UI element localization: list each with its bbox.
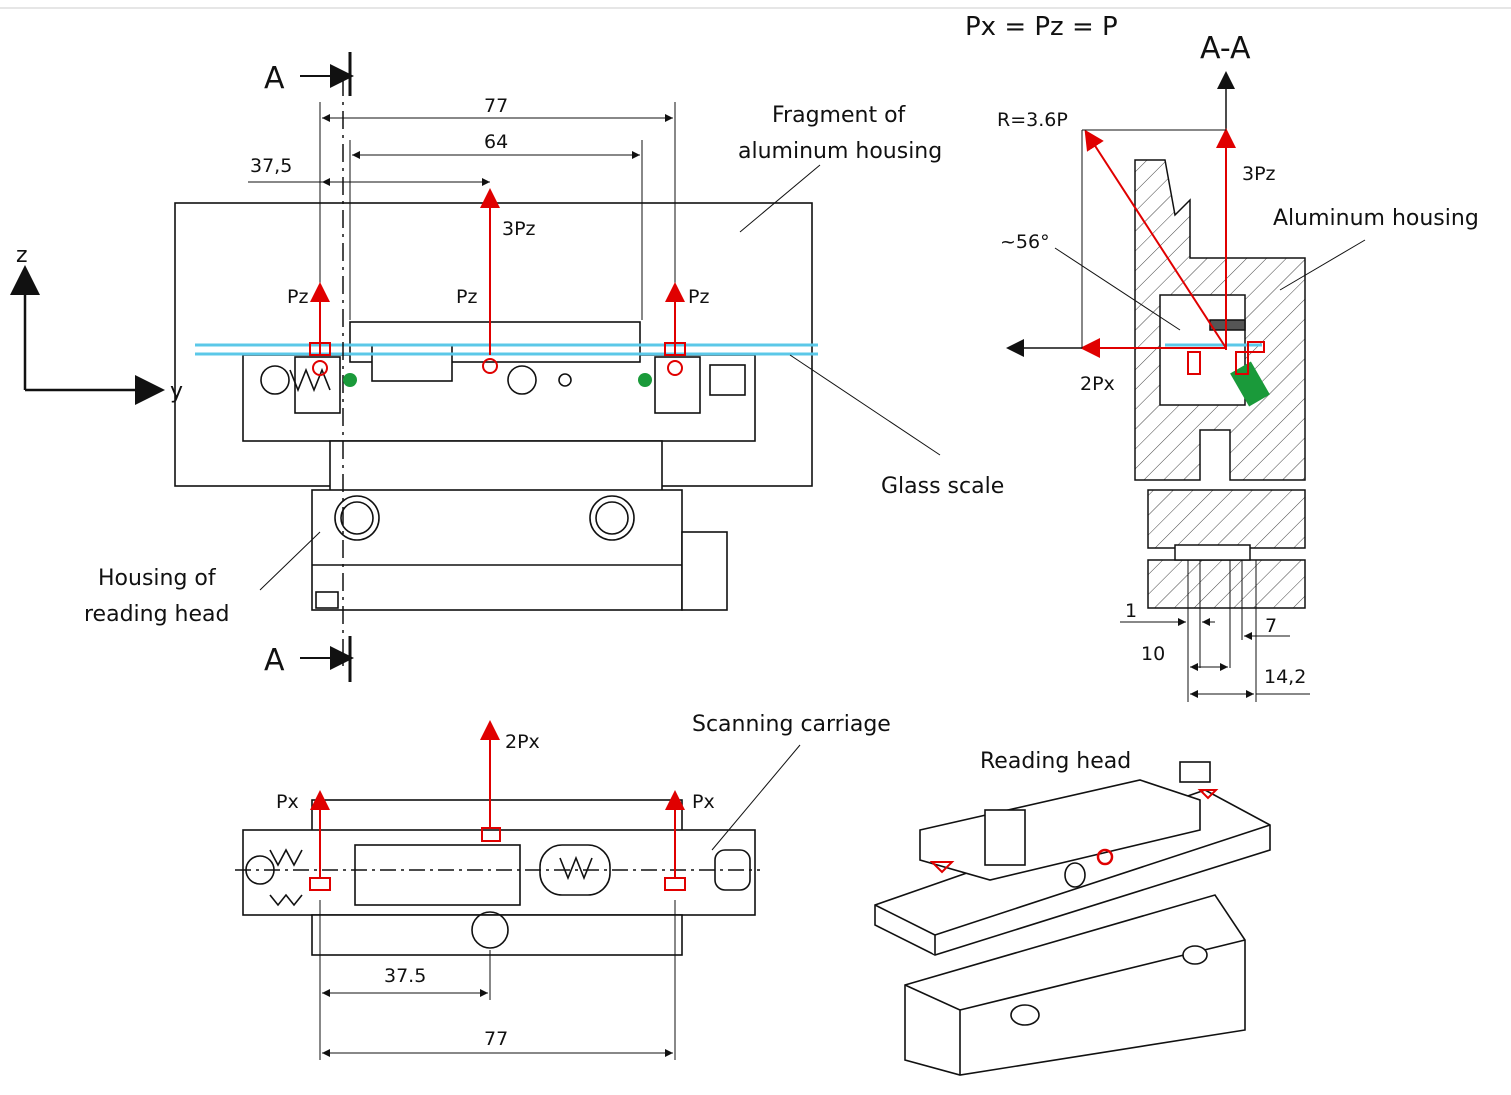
dim-sec-1: 1	[1125, 600, 1137, 622]
label-reading-head-housing-line1: Housing of	[98, 566, 217, 591]
front-view	[174, 202, 813, 611]
dim-bottom-total: 77	[484, 1028, 508, 1050]
label-scanning-carriage: Scanning carriage	[692, 712, 891, 737]
label-aluminum-housing: Aluminum housing	[1273, 206, 1479, 231]
force-px-left: Px	[276, 791, 299, 813]
force-2px-section: 2Px	[1080, 373, 1115, 395]
label-reading-head: Reading head	[980, 749, 1131, 774]
cut-marker-top: A	[264, 61, 285, 96]
section-view	[1134, 159, 1306, 609]
label-reading-head-housing-line2: reading head	[84, 602, 229, 627]
label-fragment-line1: Fragment of	[772, 103, 907, 128]
cut-marker-bottom: A	[264, 643, 285, 678]
dim-front-offset: 37,5	[250, 155, 292, 177]
force-3pz-section: 3Pz	[1242, 163, 1276, 185]
dim-front-total: 77	[484, 95, 508, 117]
dim-bottom-offset: 37.5	[384, 965, 426, 987]
dim-sec-7: 7	[1265, 615, 1277, 637]
force-3pz-front: 3Pz	[502, 218, 536, 240]
axis-y-label: y	[170, 379, 183, 404]
section-label: A-A	[1200, 31, 1251, 66]
angle-label: ~56°	[1000, 231, 1050, 253]
force-pz-left: Pz	[287, 286, 308, 308]
dim-front-inner: 64	[484, 131, 508, 153]
force-2px-bottom: 2Px	[505, 731, 540, 753]
scanning-carriage-bottom-view	[235, 799, 760, 956]
label-fragment-line2: aluminum housing	[738, 139, 942, 164]
dim-sec-14-2: 14,2	[1264, 666, 1306, 688]
label-glass-scale: Glass scale	[881, 474, 1004, 499]
dim-sec-10: 10	[1141, 643, 1165, 665]
force-pz-right: Pz	[688, 286, 709, 308]
reading-head-isometric	[874, 761, 1271, 1076]
force-resultant: R=3.6P	[997, 109, 1068, 131]
reading-head-housing-front	[311, 489, 683, 611]
force-px-right: Px	[692, 791, 715, 813]
formula: Px = Pz = P	[965, 12, 1118, 42]
force-pz-center: Pz	[456, 286, 477, 308]
axis-z-label: z	[16, 243, 28, 268]
